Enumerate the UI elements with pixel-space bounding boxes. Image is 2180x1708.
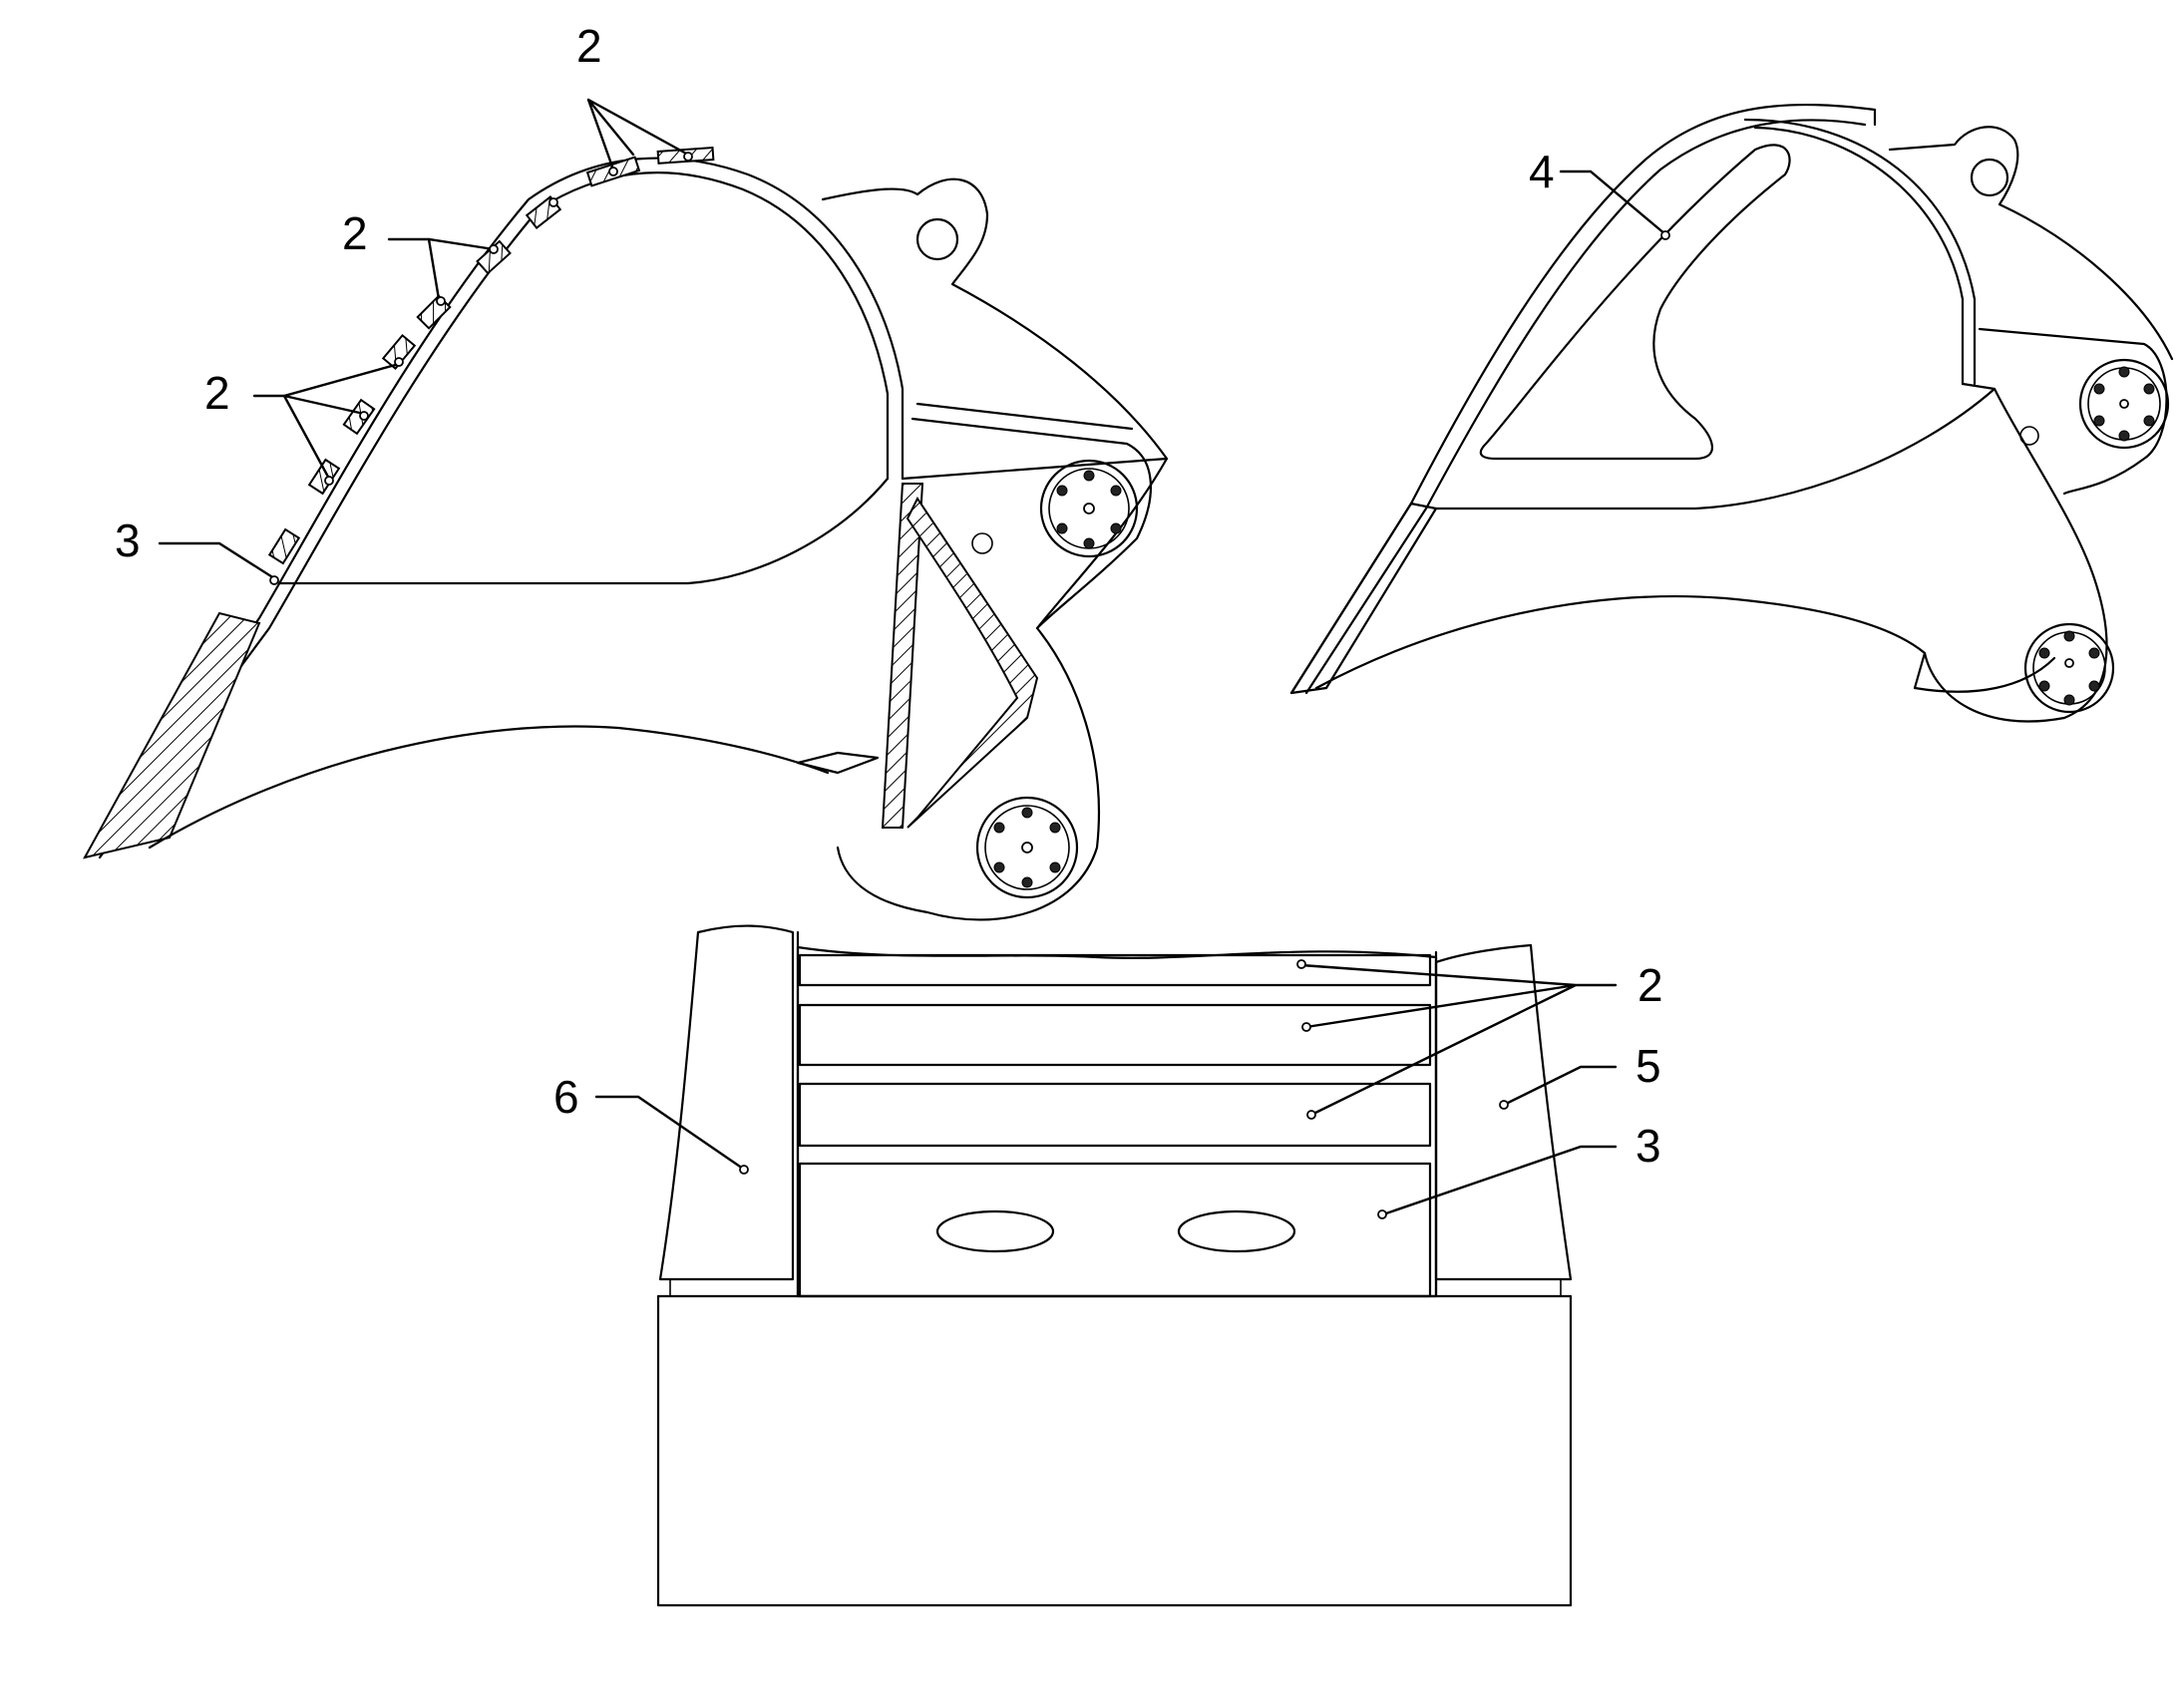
callout-left-3: 3 xyxy=(115,514,279,585)
callout-bottom-5: 5 xyxy=(1499,1040,1661,1110)
callout-bottom-6: 6 xyxy=(553,1071,749,1175)
wear-strips-left xyxy=(267,146,715,565)
upper-pin-bolts xyxy=(1056,470,1122,549)
label-bottom-3: 3 xyxy=(1635,1120,1661,1172)
right-upper-pin-bolts xyxy=(2093,366,2155,442)
callout-bottom-2: 2 xyxy=(1296,959,1663,1120)
callout-right-4: 4 xyxy=(1529,146,1670,240)
label-bottom-5: 5 xyxy=(1635,1040,1661,1092)
callout-left-upper-2: 2 xyxy=(342,207,499,306)
callout-bottom-3: 3 xyxy=(1377,1120,1661,1219)
label-right-4: 4 xyxy=(1529,146,1555,197)
label-left-3: 3 xyxy=(115,514,141,566)
right-lower-pin-bolts xyxy=(2038,630,2100,706)
label-left-middle-2: 2 xyxy=(204,367,230,419)
callout-left-middle-2: 2 xyxy=(204,357,404,486)
label-left-upper-2: 2 xyxy=(342,207,368,259)
bucket-external-view: 4 xyxy=(1289,103,2174,723)
bucket-front-view: 2 5 6 3 xyxy=(553,924,1663,1607)
label-bottom-2: 2 xyxy=(1637,959,1663,1011)
bucket-section-view: 2 2 2 3 xyxy=(83,20,1169,921)
label-left-top-2: 2 xyxy=(576,20,602,72)
callout-left-top-2: 2 xyxy=(548,20,693,207)
lower-pin-bolts xyxy=(993,807,1061,888)
label-bottom-6: 6 xyxy=(553,1071,579,1123)
